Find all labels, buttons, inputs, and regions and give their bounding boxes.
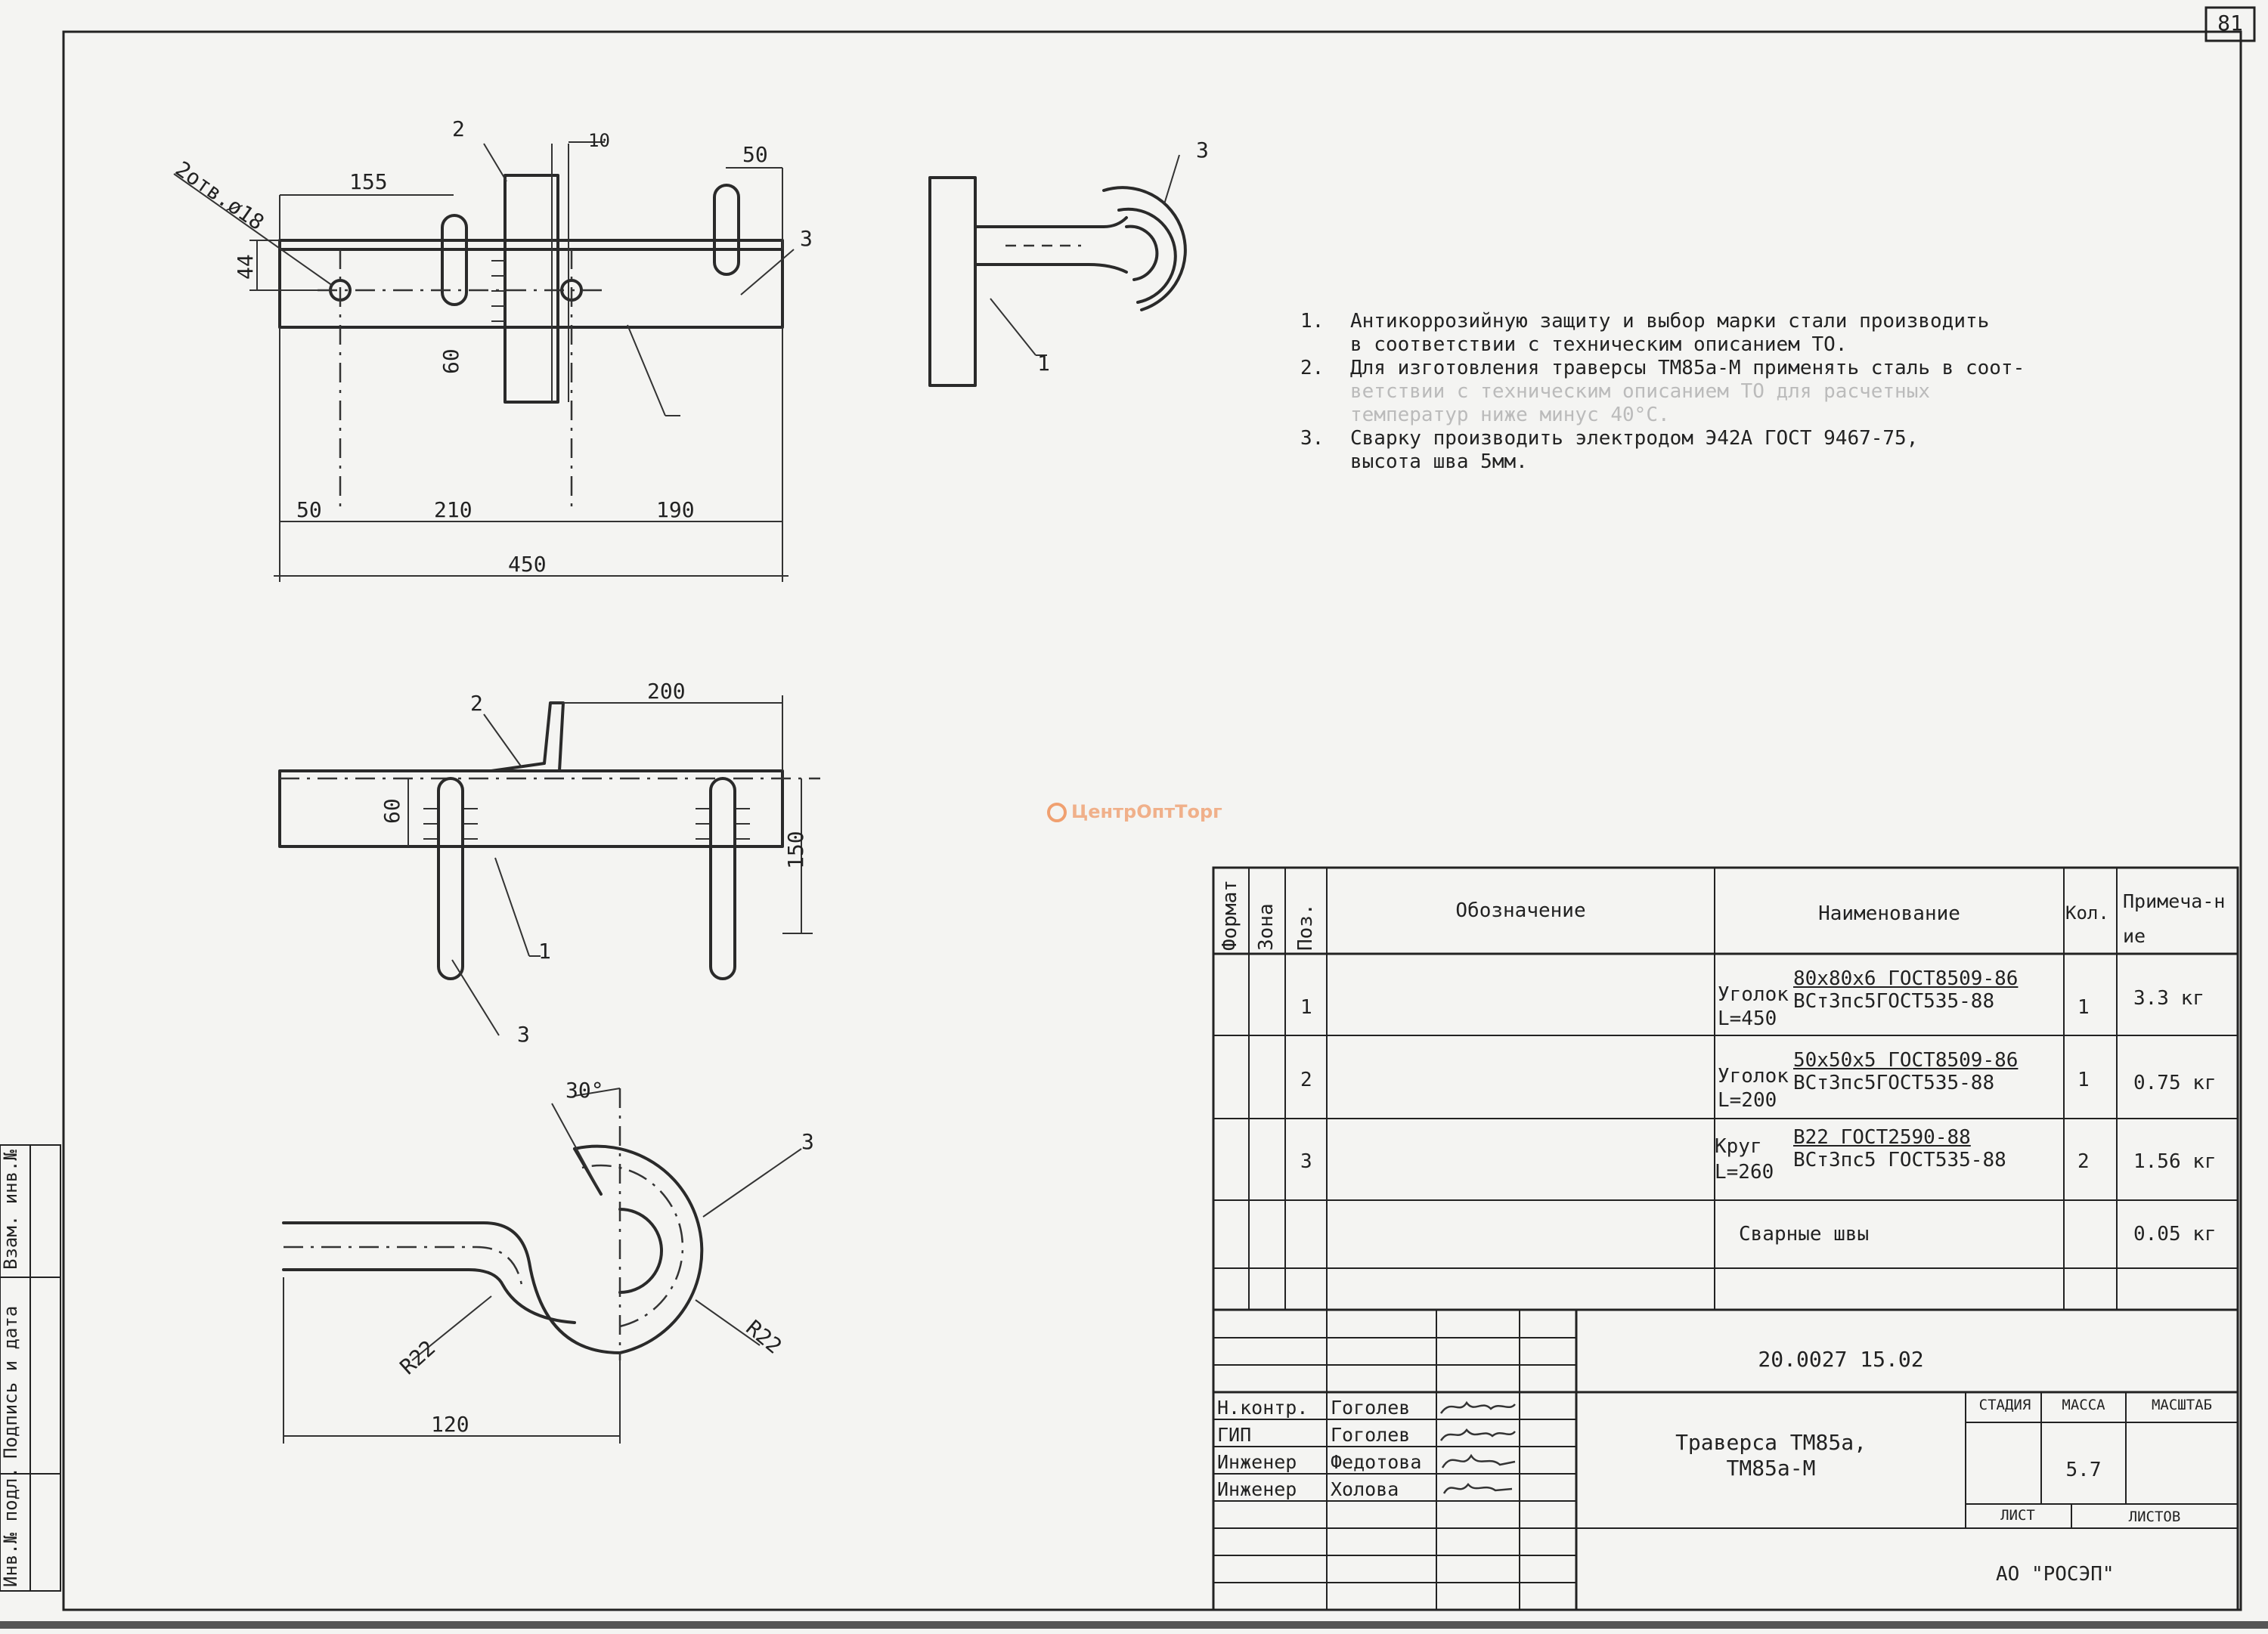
hook-side-outer [1117,207,1177,304]
note-3-number: 3. [1300,427,1325,450]
note-3: 3. Сварку производить электродом Э42А ГО… [1300,427,2177,474]
hook-outline-outer [282,1144,704,1354]
stamp-sign-date: Подпись и дата [0,1306,21,1459]
spec-table [1212,866,2239,1311]
pos3-label-plan: 3 [517,1022,530,1047]
hook-detail: 30° 3 R22 R22 120 [282,1078,814,1444]
watermark-logo-icon [1047,803,1067,822]
dim-155: 155 [349,169,388,194]
pos3-label-front: 3 [800,226,813,251]
note-2-line-1: Для изготовления траверсы ТМ85а-М примен… [1350,357,2025,379]
stamp-inv-replace: Взам. инв.№ [0,1150,21,1270]
watermark: ЦентрОптТорг [1047,801,1222,822]
pos3-label-hook: 3 [801,1129,814,1154]
note-1-line-2: в соответствии с техническим описанием Т… [1350,333,1848,356]
dim-50-top: 50 [742,142,768,167]
signatures [1439,1400,1516,1494]
signature-4 [1442,1482,1513,1494]
dim-10: 10 [588,130,610,151]
drawing-frame [62,30,2242,1611]
signature-3 [1441,1453,1516,1468]
sheet-number-box [2204,6,2256,42]
stamp-inv-orig: Инв.№ подл. [0,1467,21,1587]
dim-50-bottom: 50 [296,497,322,522]
note-3-line-1: Сварку производить электродом Э42А ГОСТ … [1350,427,1919,450]
dim-210: 210 [434,497,472,522]
signature-1 [1439,1400,1516,1414]
technical-notes: 1. Антикоррозийную защиту и выбор марки … [1300,310,2177,474]
dim-60-plan: 60 [380,798,404,824]
note-1-number: 1. [1300,310,1325,333]
side-stamp: Взам. инв.№ Подпись и дата Инв.№ подл. [0,1144,61,1592]
pos3-label-side: 3 [1196,138,1209,162]
signature-2 [1439,1428,1516,1441]
round-bar-right [713,184,740,276]
bar-plan-left [437,777,464,980]
note-2-line-3: температур ниже минус 40°С. [1350,404,1670,426]
angle-pos1-plan [278,769,784,848]
note-2-line-2: ветствии с техническим описанием ТО для … [1350,380,1931,403]
pos2-label-plan: 2 [470,691,483,716]
pos1-label-plan: 1 [538,939,551,964]
holes-callout: 2отв.ø18 [171,156,268,235]
dim-190: 190 [656,497,695,522]
note-2-number: 2. [1300,357,1325,379]
dim-200: 200 [647,679,686,704]
sheet-number: 81 [2217,11,2243,36]
radius-right: R22 [742,1315,787,1359]
dim-120: 120 [431,1412,469,1437]
side-view: 3 1 [928,138,1209,387]
hook-side-inner [1125,224,1159,281]
pos1-label-side: 1 [1037,351,1050,376]
dim-60-front: 60 [438,348,463,374]
title-block [1212,1308,2239,1611]
angle-30: 30° [565,1078,604,1103]
dim-44: 44 [233,254,258,280]
dim-150: 150 [783,831,808,869]
note-2: 2. Для изготовления траверсы ТМ85а-М при… [1300,357,2177,427]
angle-side [928,176,977,387]
hook-outline-inner [618,1208,663,1294]
angle-pos2-front [503,174,559,404]
bar-side [974,216,1128,274]
radius-left: R22 [395,1335,441,1379]
note-1: 1. Антикоррозийную защиту и выбор марки … [1300,310,2177,357]
front-view: 2отв.ø18 2 3 155 10 50 44 60 50 210 190 … [171,116,813,582]
watermark-text: ЦентрОптТорг [1071,801,1222,822]
note-1-line-1: Антикоррозийную защиту и выбор марки ста… [1350,310,1990,333]
round-bar-left [441,214,468,306]
bar-plan-right [709,777,736,980]
dim-450: 450 [508,552,547,577]
angle-pos1-front [278,239,784,329]
angle-pos2-plan [490,701,565,772]
note-3-line-2: высота шва 5мм. [1350,450,1528,473]
pos2-label-front: 2 [452,116,465,141]
plan-view: 2 1 3 200 60 150 [278,679,820,1047]
